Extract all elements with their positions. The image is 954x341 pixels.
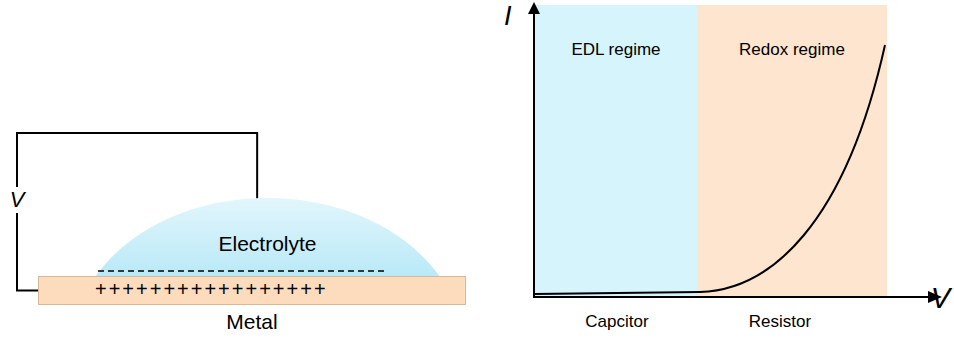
electrolyte-droplet: Electrolyte: [95, 196, 440, 277]
charge-signs: +++++++++++++++++: [95, 278, 328, 300]
redox-regime-band: Redox regime: [697, 5, 887, 296]
node-text: Metal: [39, 310, 465, 333]
regime-element: Resistor: [749, 313, 811, 332]
node-text: Redox regime: [697, 41, 887, 60]
edl-regime-band: EDL regime: [535, 5, 697, 296]
edl-fill: [535, 5, 697, 296]
x-axis: [533, 296, 930, 298]
node-text: Electrolyte: [95, 232, 440, 255]
y-axis-head: [528, 2, 540, 14]
y-axis: [533, 12, 535, 297]
axis-current: I: [504, 2, 512, 32]
axis-voltage: V: [931, 283, 950, 315]
droplet-outline: [95, 198, 440, 277]
negative-charge-layer: [98, 270, 387, 272]
voltage-label: V: [8, 187, 27, 213]
iv-curve: [535, 45, 885, 294]
regime-element: Capcitor: [585, 313, 648, 332]
redox-fill: [697, 5, 887, 296]
node-text: EDL regime: [535, 41, 697, 60]
